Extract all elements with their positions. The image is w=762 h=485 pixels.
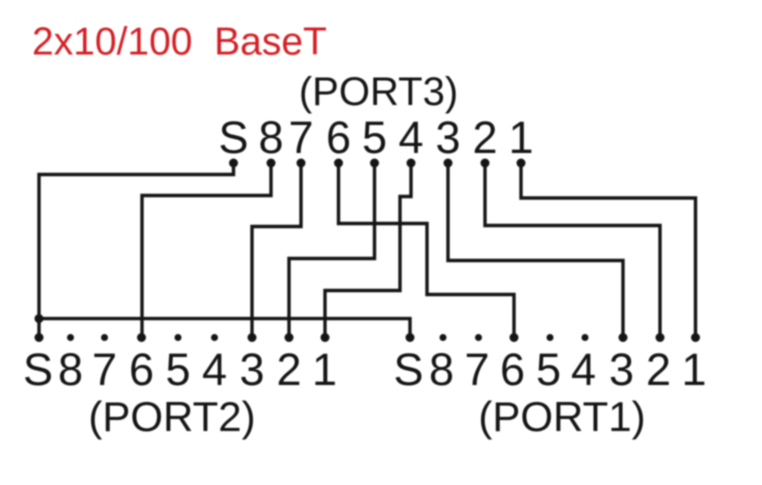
svg-text:2: 2 (276, 344, 301, 395)
svg-text:S: S (23, 344, 53, 395)
svg-text:2: 2 (472, 112, 497, 163)
svg-text:3: 3 (609, 344, 634, 395)
svg-text:6: 6 (500, 344, 525, 395)
svg-text:5: 5 (362, 112, 387, 163)
svg-text:7: 7 (464, 344, 489, 395)
svg-text:(PORT2): (PORT2) (88, 393, 255, 440)
svg-text:7: 7 (92, 344, 117, 395)
svg-text:S: S (218, 112, 248, 163)
svg-text:8: 8 (258, 112, 283, 163)
svg-text:4: 4 (571, 344, 596, 395)
svg-text:3: 3 (435, 112, 460, 163)
svg-text:2x10/100 BaseT: 2x10/100 BaseT (32, 21, 327, 64)
svg-text:3: 3 (239, 344, 264, 395)
svg-text:S: S (393, 344, 423, 395)
svg-text:8: 8 (58, 344, 83, 395)
svg-text:(PORT3): (PORT3) (299, 70, 458, 114)
svg-text:1: 1 (681, 344, 706, 395)
svg-text:6: 6 (129, 344, 154, 395)
svg-text:6: 6 (326, 112, 351, 163)
svg-text:8: 8 (429, 344, 454, 395)
svg-text:5: 5 (536, 344, 561, 395)
svg-text:4: 4 (398, 112, 423, 163)
svg-text:5: 5 (165, 344, 190, 395)
svg-text:1: 1 (312, 344, 337, 395)
svg-text:(PORT1): (PORT1) (478, 393, 645, 440)
svg-text:7: 7 (288, 112, 313, 163)
svg-text:1: 1 (508, 112, 533, 163)
svg-text:4: 4 (202, 344, 227, 395)
svg-text:2: 2 (646, 344, 671, 395)
